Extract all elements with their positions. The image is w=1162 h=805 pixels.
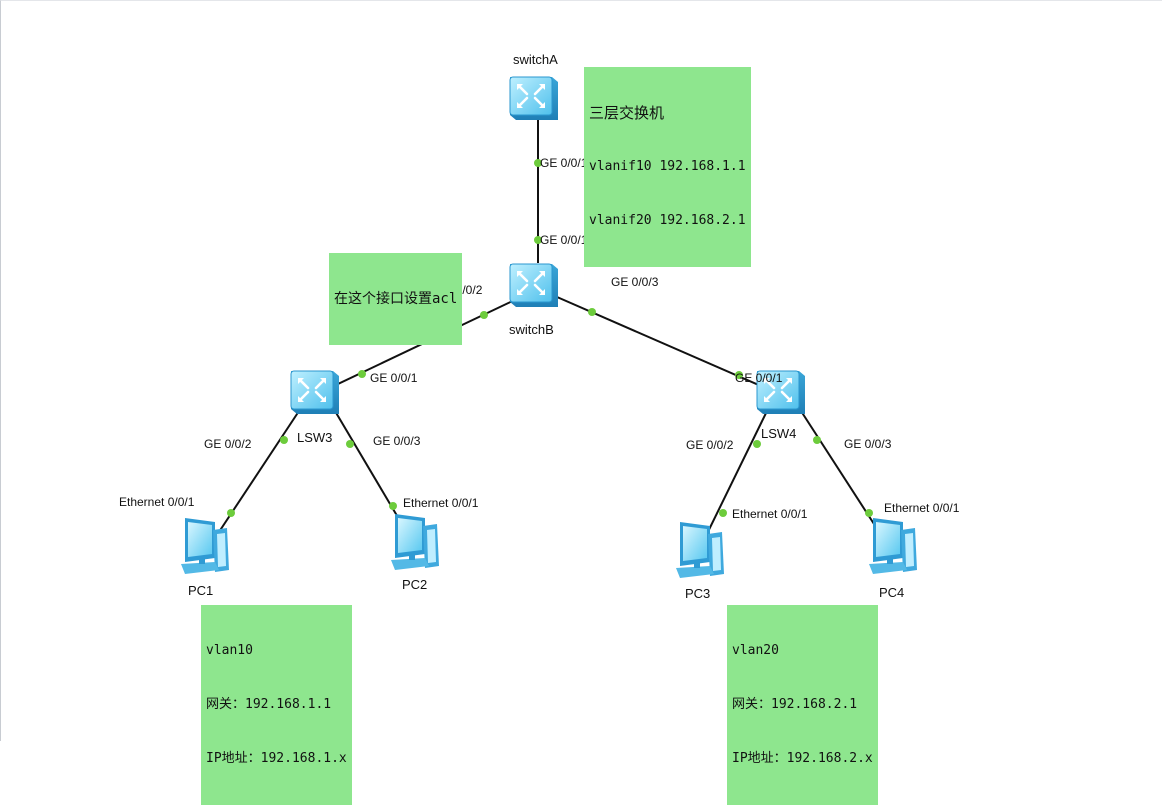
- device-label-switchA: switchA: [513, 52, 558, 67]
- port-dots: [227, 159, 873, 517]
- link-LSW4-PC4: [800, 410, 886, 542]
- link-LSW3-PC1: [212, 410, 300, 542]
- port-label: Ethernet 0/0/1: [119, 495, 195, 509]
- note-line: vlanif20 192.168.2.1: [589, 213, 746, 228]
- port-label: Ethernet 0/0/1: [403, 496, 479, 510]
- link-LSW4-PC3: [700, 410, 768, 547]
- port-labels: GE 0/0/1 GE 0/0/1 GE 0/0/2 GE 0/0/1 GE 0…: [119, 156, 960, 521]
- port-dot[interactable]: [389, 502, 397, 510]
- port-dot[interactable]: [280, 436, 288, 444]
- PC2-device[interactable]: [391, 514, 439, 570]
- note-line: vlan10: [206, 643, 253, 658]
- port-dot[interactable]: [480, 311, 488, 319]
- PC4-device[interactable]: [869, 518, 917, 574]
- switch-icon: [508, 73, 560, 122]
- note-vlan20: vlan20 网关：192.168.2.1 IP地址：192.168.2.x: [727, 605, 878, 805]
- port-label: GE 0/0/1: [735, 371, 783, 385]
- note-line: vlanif10 192.168.1.1: [589, 159, 746, 174]
- device-label-PC1: PC1: [188, 583, 213, 598]
- note-line: vlan20: [732, 643, 779, 658]
- port-label: Ethernet 0/0/1: [884, 501, 960, 515]
- note-line: 网关：192.168.1.1: [206, 697, 332, 712]
- pc-icon: [391, 514, 439, 570]
- port-dot[interactable]: [588, 308, 596, 316]
- device-label-LSW4: LSW4: [761, 426, 796, 441]
- LSW3-device[interactable]: [289, 367, 341, 416]
- switchA-device[interactable]: [508, 73, 560, 122]
- port-label: Ethernet 0/0/1: [732, 507, 808, 521]
- port-label: GE 0/0/2: [204, 437, 252, 451]
- note-acl: 在这个接口设置acl: [329, 253, 463, 345]
- topology-svg: switchA switchB LSW3 LSW4 PC1 PC2 PC3 PC…: [119, 52, 960, 601]
- port-dot[interactable]: [735, 371, 743, 379]
- pc-icon: [869, 518, 917, 574]
- port-label: GE 0/0/3: [611, 275, 659, 289]
- note-line: 三层交换机: [589, 104, 665, 122]
- device-label-PC3: PC3: [685, 586, 710, 601]
- note-switchA: 三层交换机 vlanif10 192.168.1.1 vlanif20 192.…: [584, 67, 751, 267]
- note-line: IP地址：192.168.1.x: [206, 751, 347, 766]
- PC3-device[interactable]: [676, 522, 724, 578]
- port-dot[interactable]: [813, 436, 821, 444]
- port-label: GE 0/0/1: [540, 156, 588, 170]
- switch-icon: [508, 260, 560, 309]
- switch-icon: [289, 367, 341, 416]
- port-label: GE 0/0/1: [540, 233, 588, 247]
- device-label-switchB: switchB: [509, 322, 554, 337]
- note-line: 网关：192.168.2.1: [732, 697, 858, 712]
- note-line: IP地址：192.168.2.x: [732, 751, 873, 766]
- port-dot[interactable]: [358, 370, 366, 378]
- note-vlan10: vlan10 网关：192.168.1.1 IP地址：192.168.1.x: [201, 605, 352, 805]
- port-dot[interactable]: [719, 509, 727, 517]
- port-dot[interactable]: [227, 509, 235, 517]
- port-dot[interactable]: [534, 159, 542, 167]
- port-dot[interactable]: [753, 440, 761, 448]
- port-label: GE 0/0/1: [370, 371, 418, 385]
- port-dot[interactable]: [346, 440, 354, 448]
- device-label-PC4: PC4: [879, 585, 904, 600]
- port-dot[interactable]: [534, 236, 542, 244]
- note-line: 在这个接口设置acl: [334, 291, 458, 307]
- port-label: GE 0/0/2: [686, 438, 734, 452]
- device-label-PC2: PC2: [402, 577, 427, 592]
- device-labels: switchA switchB LSW3 LSW4 PC1 PC2 PC3 PC…: [188, 52, 904, 601]
- device-label-LSW3: LSW3: [297, 430, 332, 445]
- switchB-device[interactable]: [508, 260, 560, 309]
- port-label: GE 0/0/3: [373, 434, 421, 448]
- pc-icon: [676, 522, 724, 578]
- port-label: GE 0/0/3: [844, 437, 892, 451]
- port-dot[interactable]: [865, 509, 873, 517]
